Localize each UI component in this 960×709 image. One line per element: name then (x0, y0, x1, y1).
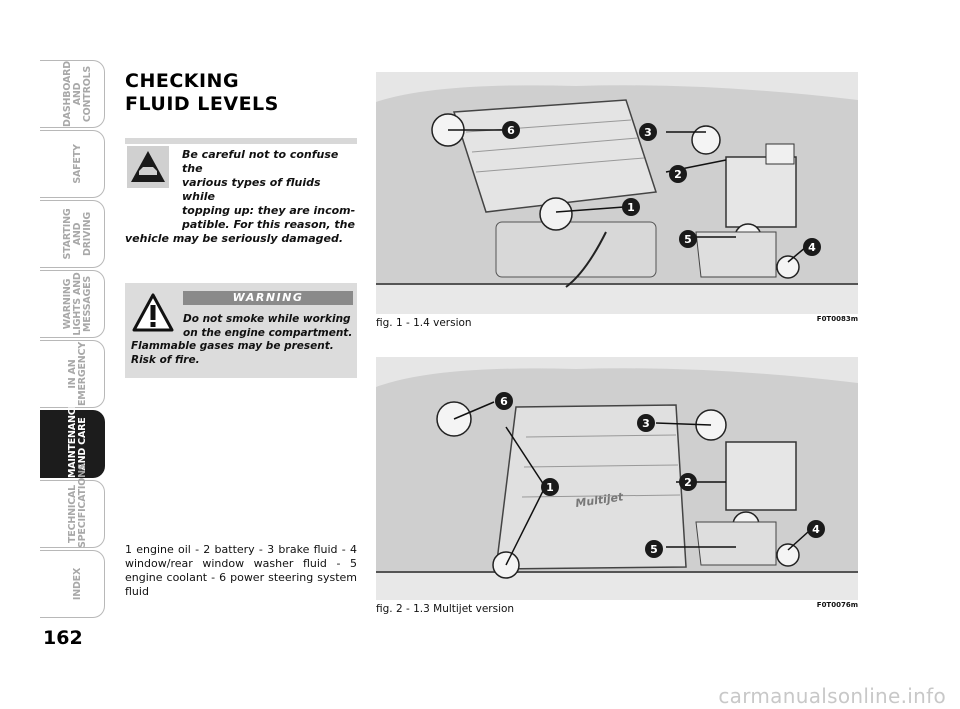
engine-illustration-1: 6 1 2 3 4 5 (376, 72, 858, 314)
page-number: 162 (43, 627, 83, 649)
figure-engine-1-3-multijet: Multijet 6 1 2 3 4 5 fig. 2 - 1.3 Multij… (376, 357, 858, 615)
callout-3-label: 3 (644, 126, 652, 139)
figure-caption: fig. 1 - 1.4 version (376, 317, 472, 329)
callout-4-label: 4 (812, 523, 820, 536)
divider (125, 138, 357, 144)
caution-line: patible. For this reason, the (182, 218, 355, 231)
callout-6-label: 6 (507, 124, 515, 137)
caution-line: topping up: they are incom- (182, 204, 356, 217)
tab-label: IN AN EMERGENCY (67, 341, 88, 407)
figure-code: F0T0076m (816, 601, 858, 609)
callout-1 (622, 198, 640, 216)
tab-index[interactable]: INDEX (40, 550, 105, 620)
callout-4-label: 4 (808, 241, 816, 254)
caution-note: Be careful not to confuse the various ty… (125, 146, 357, 245)
title-line-1: CHECKING (125, 70, 240, 92)
tab-maintenance-and-care[interactable]: MAINTENANCE AND CARE (40, 402, 105, 480)
tab-label: SAFETY (72, 144, 83, 184)
warning-line: on the engine compartment. (183, 326, 353, 339)
caution-line: vehicle may be seriously damaged. (125, 232, 344, 245)
engine-illustration-2: Multijet 6 1 2 3 4 5 (376, 357, 858, 600)
tab-warning-lights-and-messages[interactable]: WARNING LIGHTS AND MESSAGES (40, 270, 105, 340)
tab-technical-specifications[interactable]: TECHNICAL SPECIFICATIONS (40, 463, 105, 550)
tab-label: INDEX (72, 567, 83, 601)
tab-dashboard-and-controls[interactable]: DASHBOARD AND CONTROLS (40, 60, 105, 130)
caution-car-icon (127, 146, 169, 188)
callout-4 (803, 238, 821, 256)
warning-banner: WARNING (183, 291, 353, 305)
figure-legend: 1 engine oil - 2 battery - 3 brake fluid… (125, 543, 357, 598)
callout-2-label: 2 (674, 168, 682, 181)
warning-line: of fire. (159, 353, 200, 366)
figure-engine-1-4: 6 1 2 3 4 5 fig. 1 - 1.4 version F0T0083… (376, 72, 858, 329)
watermark: carmanualsonline.info (718, 684, 946, 708)
callout-1-label: 1 (546, 481, 554, 494)
title-line-2: FLUID LEVELS (125, 93, 279, 115)
tab-starting-and-driving[interactable]: STARTING AND DRIVING (40, 200, 105, 270)
callout-5-label: 5 (684, 233, 692, 246)
warning-line: Do not smoke while working (183, 313, 351, 325)
figure-caption: fig. 2 - 1.3 Multijet version (376, 603, 515, 615)
warning-box: WARNING Do not smoke while working on th… (125, 283, 357, 378)
tab-label: WARNING LIGHTS AND MESSAGES (62, 272, 93, 336)
warning-triangle-icon (131, 291, 175, 335)
callout-5 (679, 230, 697, 248)
callout-2-label: 2 (684, 476, 692, 489)
callout-6-label: 6 (500, 395, 508, 408)
callout-3 (639, 123, 657, 141)
figure-code: F0T0083m (816, 315, 858, 323)
chapter-tabs: DASHBOARD AND CONTROLS SAFETY STARTING A… (40, 60, 105, 620)
caution-line: Be careful not to confuse the (182, 148, 339, 175)
callout-5-label: 5 (650, 543, 658, 556)
tab-label: STARTING AND DRIVING (62, 208, 93, 260)
tab-label: TECHNICAL SPECIFICATIONS (67, 463, 88, 549)
page-title: CHECKING FLUID LEVELS (125, 70, 279, 116)
callout-6 (502, 121, 520, 139)
tab-in-an-emergency[interactable]: IN AN EMERGENCY (40, 340, 105, 410)
tab-safety[interactable]: SAFETY (40, 130, 105, 200)
callout-1-label: 1 (627, 201, 635, 214)
tab-label: DASHBOARD AND CONTROLS (62, 61, 93, 127)
callout-2 (669, 165, 687, 183)
callout-3-label: 3 (642, 417, 650, 430)
warning-line: Flammable gases may be present. Risk (131, 340, 334, 366)
caution-line: various types of fluids while (182, 176, 321, 203)
